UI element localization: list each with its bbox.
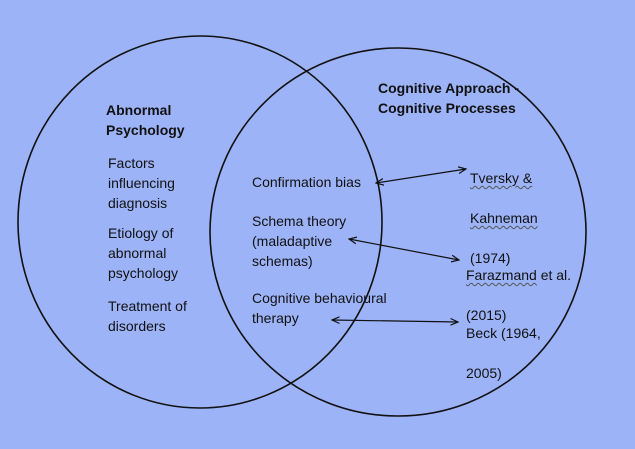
study-tversky-kahneman: Tversky & Kahneman (1974) xyxy=(470,148,538,268)
right-circle-heading: Cognitive Approach - Cognitive Processes xyxy=(378,80,520,116)
study-beck-name: Beck (1964, xyxy=(466,325,541,341)
overlap-item-confirmation-bias: Confirmation bias xyxy=(252,174,361,190)
overlap-item-cbt: Cognitive behavioural therapy xyxy=(252,290,387,326)
left-circle-heading: Abnormal Psychology xyxy=(106,102,185,138)
arrow-cbt xyxy=(332,320,458,322)
left-item-etiology: Etiology of abnormal psychology xyxy=(108,225,179,281)
study-beck: Beck (1964, 2005) xyxy=(466,303,541,383)
overlap-item-schema-theory: Schema theory (maladaptive schemas) xyxy=(252,213,347,269)
arrow-confirmation-bias xyxy=(376,169,466,183)
study-tversky-name: Tversky & xyxy=(470,170,533,186)
study-farazmand: Farazmand et al. (2015) xyxy=(466,245,571,325)
left-item-factors: Factors influencing diagnosis xyxy=(108,155,175,211)
study-farazmand-year: (2015) xyxy=(466,307,507,323)
left-circle xyxy=(17,35,383,409)
arrow-schema-theory xyxy=(349,239,459,260)
right-circle xyxy=(209,47,587,417)
study-kahneman-name: Kahneman xyxy=(470,210,538,226)
study-beck-year: 2005) xyxy=(466,365,502,381)
left-item-treatment: Treatment of disorders xyxy=(108,298,187,334)
study-tversky-year: (1974) xyxy=(470,250,511,266)
study-farazmand-name: Farazmand xyxy=(466,267,537,283)
study-farazmand-suffix: et al. xyxy=(536,267,572,283)
